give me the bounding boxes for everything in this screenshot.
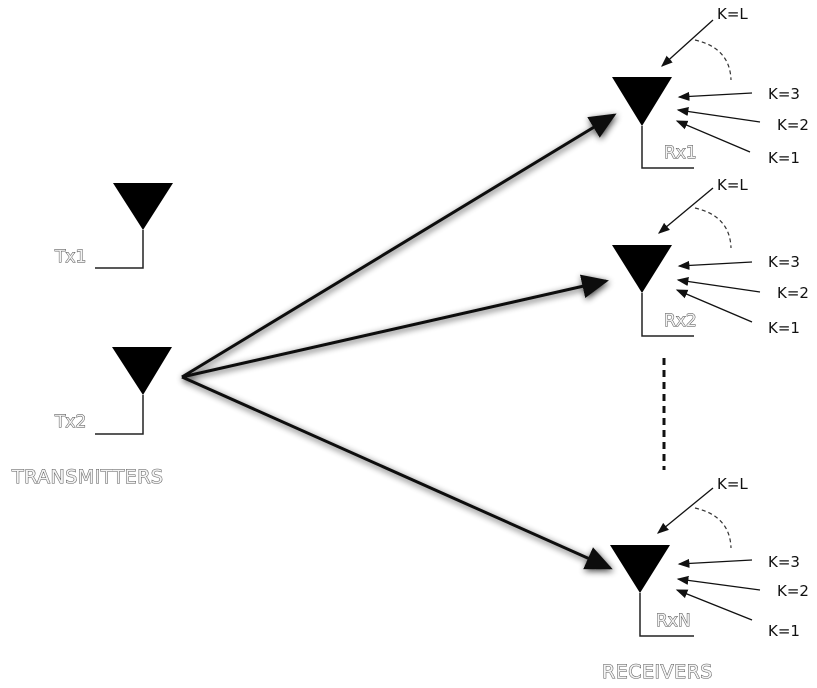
rx2-path-kl-arrow (658, 187, 714, 234)
rx1-path-kl-label: K=L (717, 5, 748, 23)
rx2-path-k1-label: K=1 (768, 319, 800, 337)
rx1-path-ellipsis-arc (694, 39, 732, 81)
transmitters-label: TRANSMITTERS (11, 466, 163, 488)
tx1-antenna-icon (113, 183, 173, 230)
rx1-antenna-mast (641, 126, 694, 169)
rx1-path-k3-arrow (677, 91, 753, 101)
rx1-path-k3-label: K=3 (768, 85, 800, 103)
rx1-path-k2-label: K=2 (777, 116, 809, 134)
tx2-to-rx2-arrow (181, 274, 609, 379)
tx1-antenna: Tx1 (54, 183, 173, 269)
rxn-path-k1-arrow (675, 589, 753, 621)
rx2-antenna-icon (612, 245, 672, 293)
tx1-label: Tx1 (54, 247, 86, 267)
rxn-path-k2-arrow (676, 575, 761, 591)
rx1-antenna: Rx1 K=L K=3 K=2 K=1 (612, 5, 809, 169)
rx2-path-k3-arrow (677, 260, 753, 270)
tx2-antenna-icon (112, 347, 172, 395)
tx2-to-rx1-arrow (181, 113, 617, 379)
rx2-antenna-mast (641, 293, 694, 337)
rxn-path-k2-label: K=2 (777, 582, 809, 600)
rx1-path-k2-arrow (676, 107, 761, 123)
rxn-path-ellipsis-arc (694, 507, 732, 549)
rx1-antenna-icon (612, 77, 672, 126)
transmission-arrows (181, 113, 617, 570)
rx1-path-k1-label: K=1 (768, 149, 800, 167)
rxn-path-k3-label: K=3 (768, 553, 800, 571)
rx1-path-k1-arrow (675, 120, 751, 153)
rxn-antenna: RxN K=L K=3 K=2 K=1 (610, 475, 809, 640)
rx2-path-k3-label: K=3 (768, 253, 800, 271)
rxn-path-kl-label: K=L (717, 475, 748, 493)
tx2-antenna-mast (95, 395, 144, 435)
rxn-antenna-icon (610, 545, 670, 593)
rxn-path-k1-label: K=1 (768, 622, 800, 640)
rx2-path-ellipsis-arc (694, 207, 732, 249)
tx2-to-rxn-arrow (181, 375, 613, 570)
tx2-label: Tx2 (54, 412, 86, 432)
rxn-label: RxN (656, 611, 691, 631)
rx1-path-kl-arrow (661, 19, 714, 67)
receivers-label: RECEIVERS (602, 661, 713, 683)
rx2-path-k2-arrow (676, 277, 761, 293)
rx2-path-k2-label: K=2 (777, 284, 809, 302)
rx2-path-kl-label: K=L (717, 176, 748, 194)
rx2-path-k1-arrow (675, 289, 753, 323)
rx2-label: Rx2 (664, 311, 697, 331)
tx2-antenna: Tx2 (54, 347, 172, 435)
rxn-path-k3-arrow (677, 558, 753, 568)
rxn-antenna-mast (639, 593, 694, 637)
rx2-antenna: Rx2 K=L K=3 K=2 K=1 (612, 176, 809, 337)
rx1-label: Rx1 (664, 143, 697, 163)
rxn-path-kl-arrow (656, 487, 714, 534)
tx1-antenna-mast (95, 230, 144, 269)
